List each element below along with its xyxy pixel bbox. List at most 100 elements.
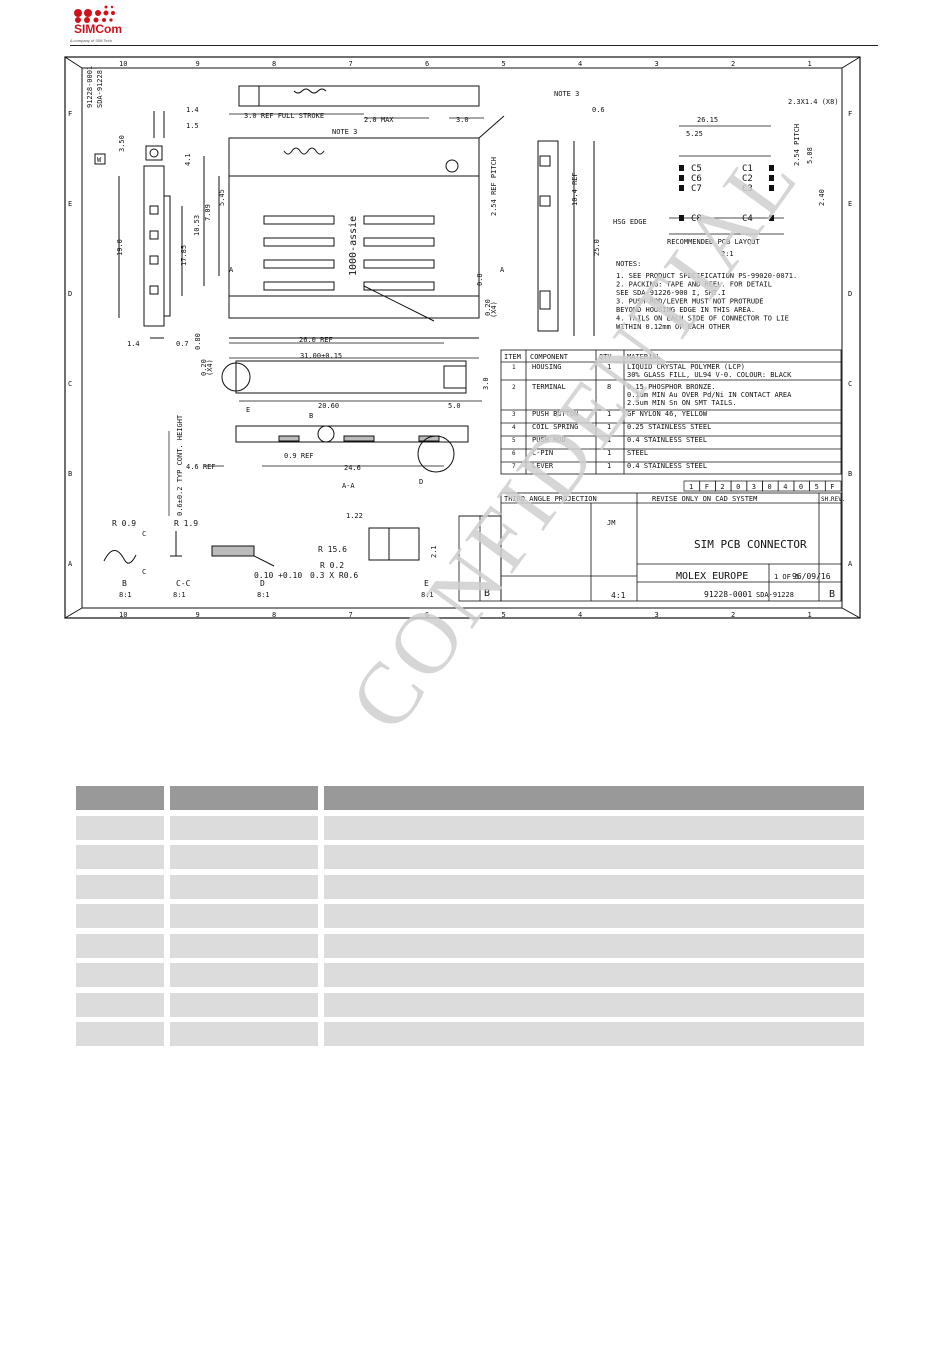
front-view [221,360,469,473]
bom-material: 0.1um MIN Au OVER Pd/Ni IN CONTACT AREA [627,391,792,399]
dimension-d3: 3.0 [456,116,469,124]
table-cell [324,815,864,840]
drawing-title: SIM PCB CONNECTOR [694,538,807,551]
bom-material: LIQUID CRYSTAL POLYMER (LCP) [627,363,745,371]
dimension-d36: 0.20 [200,359,208,376]
table-cell [170,904,318,928]
row-label: D [68,290,72,298]
bom-material: GF NYLON 46, YELLOW [627,410,708,418]
dimension-d35: 0.8 [476,273,484,286]
rev-cell-label: 5 [815,483,819,491]
dimension-d15: 1.4 [186,106,199,114]
bom-qty: 1 [607,436,611,444]
row-label: B [848,470,852,478]
pcb-layout [669,125,784,235]
rev-cell-label: F [705,483,709,491]
side-doc-number: SDA-91228 [96,70,104,108]
dimension-d13: 25.0 [593,239,601,256]
bom-qty: 8 [607,383,611,391]
bom-material: 2.5um MIN Sn ON SMT TAILS. [627,399,737,407]
row-label: A [68,560,73,568]
dimension-d32: A-A [342,482,355,490]
table-cell [170,992,318,1017]
note-line: 4. TAILS ON EACH SIDE OF CONNECTOR TO LI… [616,315,789,323]
dimension-d25: 31.00±0.15 [300,352,342,360]
pcb-scale: 2:1 [721,250,734,258]
table-cell [170,874,318,899]
rev-label: REV. [831,496,845,503]
dimension-d34: 0.80 [194,333,202,350]
rev-cell-label: 0 [799,483,803,491]
column-label: 4 [578,60,582,68]
column-label: 8 [272,60,276,68]
dimension-d7: 5.25 [686,130,703,138]
dimension-d17: 3.50 [118,135,126,152]
detail-label: C-C [176,579,191,588]
note-line: 3. PUSH ROD/LEVER MUST NOT PROTRUDE [616,298,764,306]
doc-number: SDA-91228 [756,591,794,599]
top-view [228,85,505,339]
rev-letter-left: B [484,588,490,599]
w-datum-box [94,153,106,165]
dimension-d23: 5.45 [218,189,226,206]
bom-component: TERMINAL [532,383,566,391]
revise-label: REVISE ONLY ON CAD SYSTEM [652,495,757,503]
pcb-pad [769,165,774,171]
bom-header-cell: COMPONENT [530,353,569,361]
column-label: 5 [502,60,506,68]
detail-scale: 8:1 [173,591,186,599]
pcb-pad [769,185,774,191]
side-part-number: 91228-0001 [86,66,94,108]
dimension-d18: 4.1 [184,153,192,166]
detail-label: B [122,579,127,588]
column-label: 4 [578,611,582,619]
simcom-logo [74,5,115,23]
row-label: D [848,290,852,298]
column-label: 2 [731,611,735,619]
row-label: C [848,380,852,388]
outer-frame [64,56,861,619]
column-label: 7 [349,60,353,68]
table-cell [170,933,318,958]
dimension-d30: 24.6 [344,464,361,472]
table-cell [170,1022,318,1046]
bom-header-cell: MATERIAL [627,353,661,361]
table-cell [76,992,164,1017]
pcb-contact-label: C4 [742,214,753,224]
pcb-pad [769,215,774,221]
rev-cell [824,480,842,492]
row-label: A [848,560,853,568]
dimension-d37: (X4) [490,301,498,318]
section-letter: C [142,530,146,538]
bom-qty: 1 [607,462,611,470]
bom-item: 4 [512,424,516,431]
section-letter: B [309,412,313,420]
table-cell [324,1022,864,1046]
dimension-d36: 0.20 [484,299,492,316]
note-line: 1. SEE PRODUCT SPECIFICATION PS-99020-00… [616,272,797,280]
column-label: 1 [808,60,812,68]
dimension-d26: 20.60 [318,402,339,410]
column-label: 8 [272,611,276,619]
projection-label: THIRD ANGLE PROJECTION [504,495,597,503]
title-block [458,492,842,602]
column-label: 1 [808,611,812,619]
table-cell [324,963,864,987]
rev-cell-label: 0 [736,483,740,491]
dimension-d8: 2.3X1.4 (X8) [788,98,839,106]
column-label: 3 [655,60,659,68]
section-letter: C [142,568,146,576]
pcb-pad [679,165,684,171]
bom-qty: 1 [607,363,611,371]
bom-material: 0.15 PHOSPHOR BRONZE. [627,383,716,391]
right-view [537,140,595,336]
detail-e-dim: R 0.2 [320,561,344,570]
data-table [76,786,864,1052]
dimension-d21: 10.53 [193,215,201,236]
detail-e-dim: 2.1 [430,545,438,558]
